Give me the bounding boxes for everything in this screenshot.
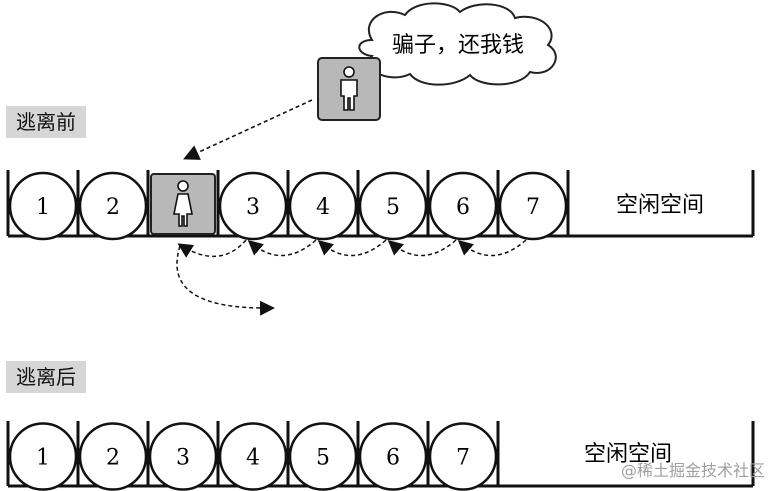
queue-slot: 2 <box>78 171 148 241</box>
queue-slot: 5 <box>288 422 358 491</box>
slot-number: 6 <box>456 195 470 220</box>
slot-number: 5 <box>386 195 400 220</box>
slot-number: 3 <box>176 446 190 471</box>
slot-number: 5 <box>316 446 330 471</box>
slot-number: 1 <box>36 195 50 220</box>
queue-slot: 3 <box>218 171 288 241</box>
queue-slot: 2 <box>78 422 148 491</box>
speech-text: 骗子，还我钱 <box>392 33 524 58</box>
queue-slot: 3 <box>148 422 218 491</box>
queue-slot: 5 <box>358 171 428 241</box>
person-male-icon <box>340 66 358 111</box>
free-space-after: 空闲空间 <box>584 442 672 467</box>
slot-number: 7 <box>526 195 540 220</box>
queue-slot: 4 <box>288 171 358 241</box>
queue-slot: 7 <box>428 422 498 491</box>
label-after: 逃离后 <box>6 361 86 393</box>
queue-slot <box>150 173 216 235</box>
queue-slot: 1 <box>8 422 78 491</box>
queue-slot: 7 <box>498 171 568 241</box>
slot-number: 6 <box>386 446 400 471</box>
queue-slot: 6 <box>358 422 428 491</box>
slot-number: 3 <box>246 195 260 220</box>
queue-slot: 1 <box>8 171 78 241</box>
free-space-before: 空闲空间 <box>616 193 704 218</box>
enter-arrow <box>183 99 313 160</box>
slot-number: 2 <box>106 195 120 220</box>
queue-slot: 4 <box>218 422 288 491</box>
outside-person-box <box>317 57 381 121</box>
queue-slot: 6 <box>428 171 498 241</box>
label-before: 逃离前 <box>6 106 86 138</box>
slot-number: 7 <box>456 446 470 471</box>
slot-number: 4 <box>316 195 330 220</box>
slot-number: 1 <box>36 446 50 471</box>
watermark: @稀土掘金技术社区 <box>620 461 765 480</box>
slot-number: 2 <box>106 446 120 471</box>
slot-number: 4 <box>246 446 260 471</box>
shift-arrows <box>176 239 527 316</box>
speech-cloud: 骗子，还我钱 <box>340 2 557 88</box>
person-female-icon <box>173 180 193 227</box>
